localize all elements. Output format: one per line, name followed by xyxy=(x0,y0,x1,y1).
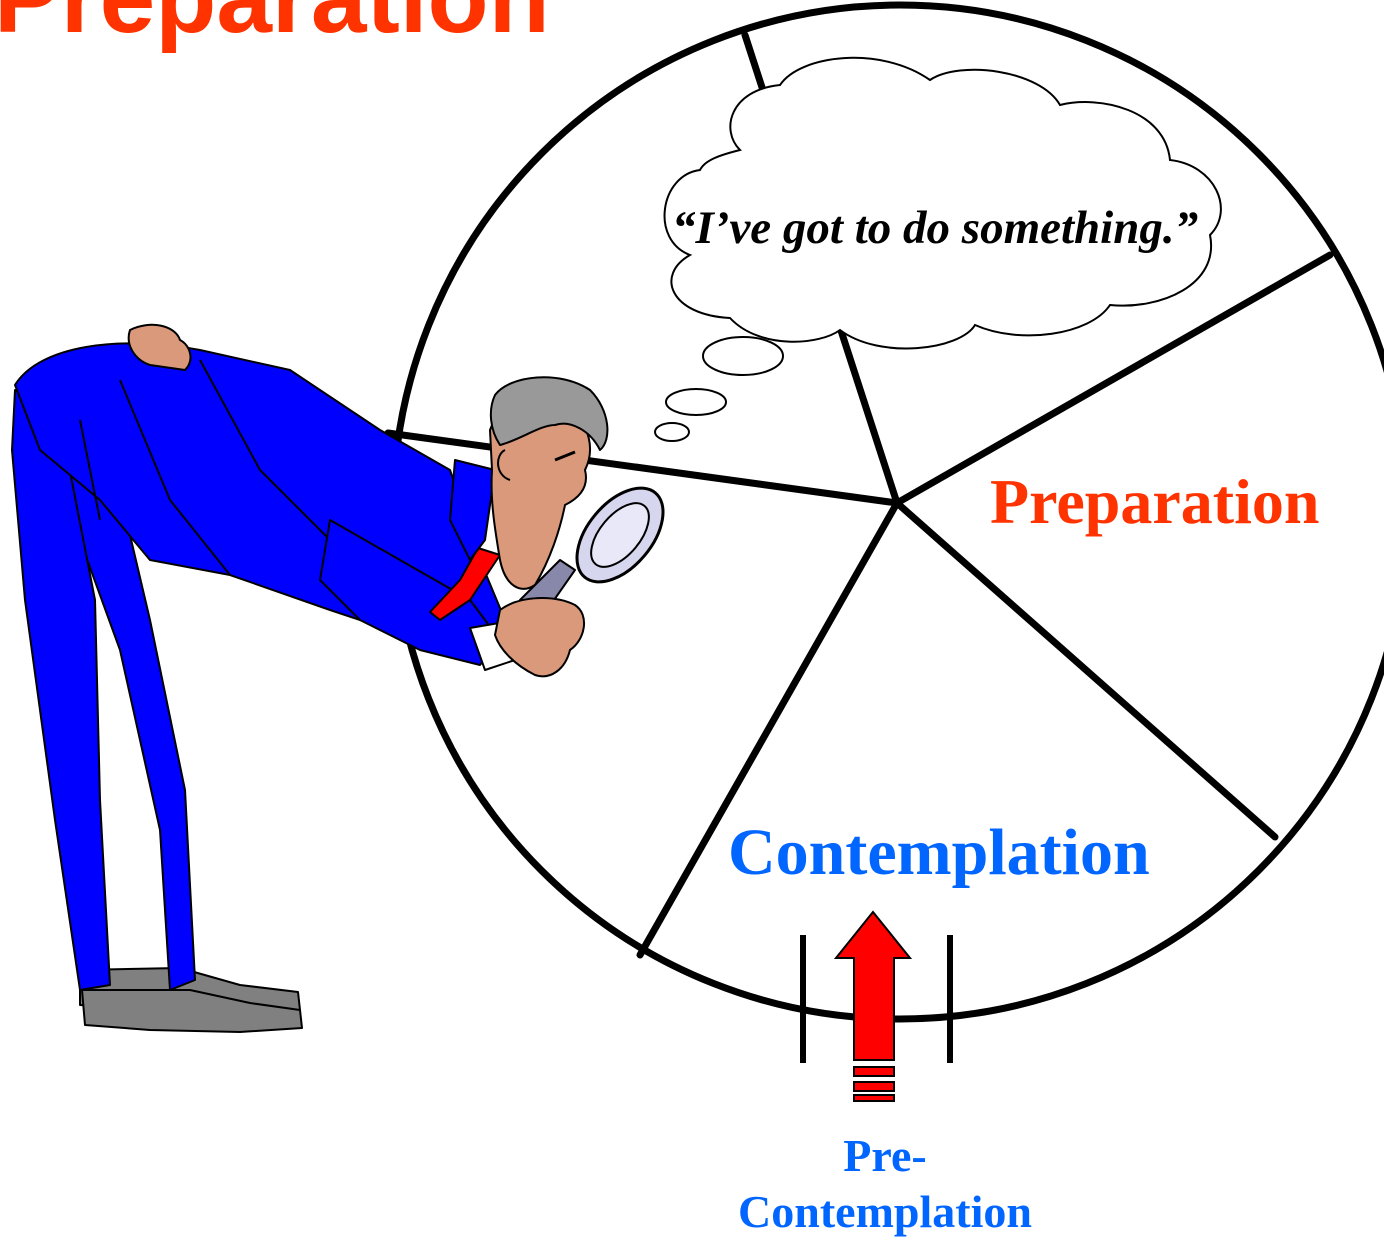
stage-label-contemplation: Contemplation xyxy=(728,816,1150,889)
stage-label-precontemplation: Pre- Contemplation xyxy=(700,1128,1070,1240)
spoke-upper-right xyxy=(893,251,1334,507)
spoke-bottom xyxy=(636,499,901,959)
spoke-lower-right xyxy=(893,499,1279,841)
thought-bubble-text: “I’ve got to do something.” xyxy=(672,202,1199,254)
entry-gate xyxy=(800,935,953,1063)
thought-cloud-icon xyxy=(654,56,1222,442)
businessman-with-magnifier-icon xyxy=(11,323,665,1033)
page-title: Preparation xyxy=(0,0,550,48)
up-arrow-icon xyxy=(833,910,913,1102)
spoke-left xyxy=(384,429,901,507)
stage-label-preparation: Preparation xyxy=(990,466,1320,537)
precontemplation-line-1: Pre- xyxy=(843,1130,927,1181)
precontemplation-line-2: Contemplation xyxy=(738,1186,1032,1237)
